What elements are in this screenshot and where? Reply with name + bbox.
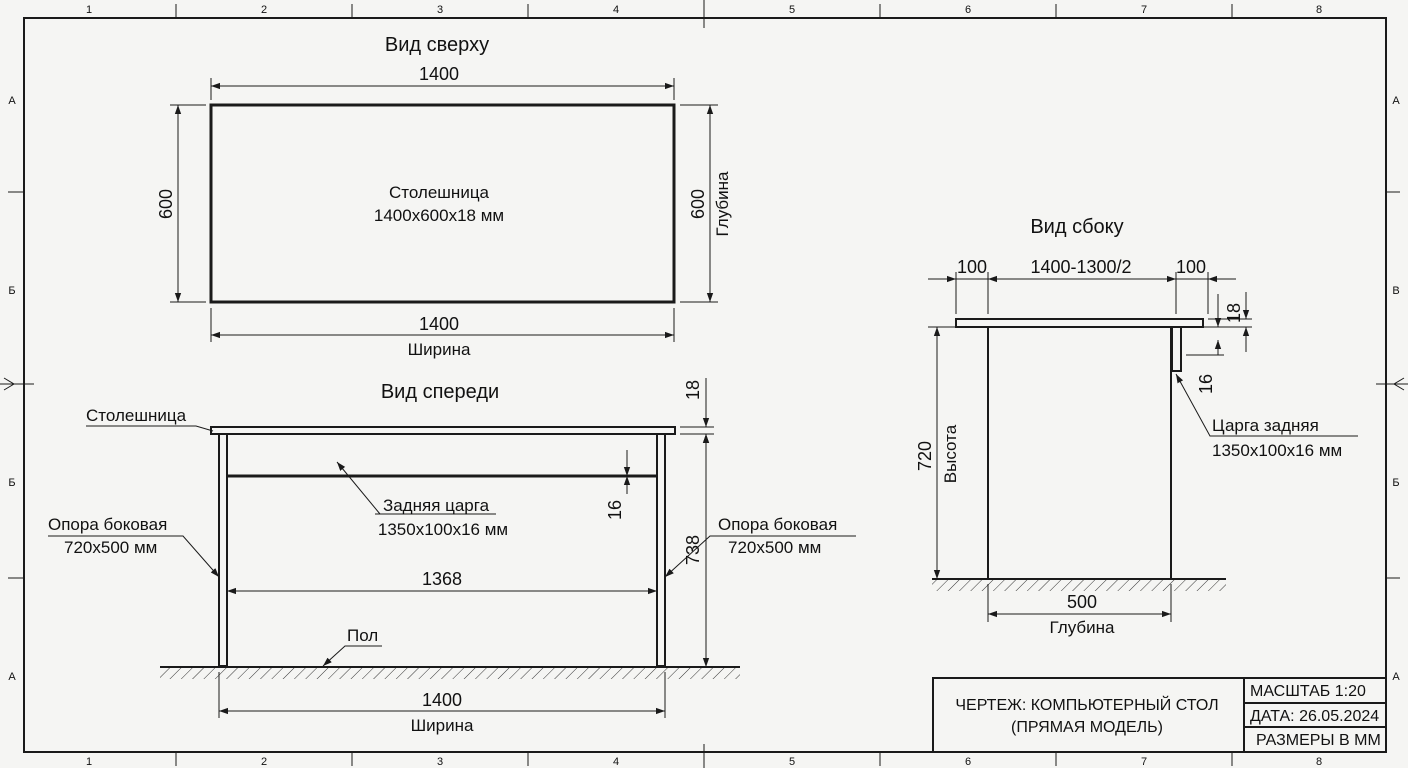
side-view-dim-overhang-left: 100 [957, 257, 987, 277]
front-view-dim-width: 1400 [422, 690, 462, 710]
top-view-dim-bottom: 1400 [419, 314, 459, 334]
side-view-dim-height: 720 [915, 441, 935, 471]
front-view-tabletop [210, 426, 676, 435]
front-view-leg-left [218, 433, 228, 667]
top-view-dim-right-label: Глубина [713, 171, 732, 236]
top-view-part-name: Столешница [389, 183, 490, 202]
grid-row-right-3: Б [1392, 477, 1399, 489]
grid-row-right-1: А [1392, 95, 1400, 107]
grid-row-right-4: А [1392, 671, 1400, 683]
front-view-dim-thickness: 18 [683, 380, 703, 400]
front-view-apron-name: Задняя царга [383, 496, 490, 515]
side-view-apron-name: Царга задняя [1212, 416, 1319, 435]
top-view-dim-top: 1400 [419, 64, 459, 84]
top-view-part-size: 1400x600x18 мм [374, 206, 504, 225]
side-view-tabletop [955, 318, 1204, 328]
front-view-tabletop-label: Столешница [86, 406, 187, 425]
grid-col-5-bottom: 5 [789, 756, 795, 768]
grid-col-2-bottom: 2 [261, 756, 267, 768]
top-view-dim-left: 600 [156, 189, 176, 219]
top-view-tabletop [209, 103, 676, 304]
title-block: ЧЕРТЕЖ: КОМПЬЮТЕРНЫЙ СТОЛ (ПРЯМАЯ МОДЕЛЬ… [932, 677, 1387, 753]
grid-col-6: 6 [965, 4, 971, 16]
side-view-title: Вид сбоку [1030, 216, 1123, 238]
grid-col-1: 1 [86, 4, 92, 16]
side-view-dim-apron: 16 [1196, 374, 1216, 394]
front-view-dim-inner: 1368 [422, 569, 462, 589]
front-view-floor-label: Пол [347, 626, 378, 645]
front-view-leg-right [656, 433, 666, 667]
grid-col-3: 3 [437, 4, 443, 16]
grid-column-labels: 1 2 3 4 5 6 7 8 1 2 3 4 5 6 7 8 [86, 4, 1322, 768]
grid-row-left-4: А [8, 671, 16, 683]
front-view-apron-size: 1350x100x16 мм [378, 520, 508, 539]
side-view: Вид сбоку 100 1400-1300/2 100 18 [915, 216, 1358, 637]
top-view: Вид сверху Столешница 1400x600x18 мм 140… [156, 34, 732, 359]
side-view-apron [1171, 326, 1182, 372]
front-view-dim-width-label: Ширина [411, 716, 474, 735]
front-view-dim-apron: 16 [605, 500, 625, 520]
grid-col-4: 4 [613, 4, 619, 16]
grid-row-left-1: А [8, 95, 16, 107]
title-block-drawing-title-line2: (ПРЯМАЯ МОДЕЛЬ) [1011, 719, 1163, 736]
title-block-drawing-title-line1: ЧЕРТЕЖ: КОМПЬЮТЕРНЫЙ СТОЛ [955, 695, 1218, 714]
top-view-dim-bottom-label: Ширина [408, 340, 471, 359]
top-view-title: Вид сверху [385, 34, 489, 56]
grid-col-7-bottom: 7 [1141, 756, 1147, 768]
grid-col-8-bottom: 8 [1316, 756, 1322, 768]
front-view-title: Вид спереди [381, 381, 499, 403]
side-view-floor-hatch [932, 579, 1226, 591]
title-block-scale: МАСШТАБ 1:20 [1250, 683, 1366, 700]
grid-col-1-bottom: 1 [86, 756, 92, 768]
title-block-units: РАЗМЕРЫ В ММ [1256, 732, 1381, 749]
grid-col-6-bottom: 6 [965, 756, 971, 768]
front-view-leg-left-name: Опора боковая [48, 515, 167, 534]
side-view-dim-depth-label: Глубина [1050, 618, 1115, 637]
front-view-dim-height: 738 [683, 535, 703, 565]
front-view-floor-hatch [160, 667, 740, 679]
grid-row-labels: А Б Б А А В Б А [8, 95, 1400, 683]
grid-col-8: 8 [1316, 4, 1322, 16]
top-view-dim-right: 600 [688, 189, 708, 219]
grid-col-4-bottom: 4 [613, 756, 619, 768]
grid-col-5: 5 [789, 4, 795, 16]
side-view-dim-thickness: 18 [1224, 303, 1244, 323]
title-block-date: ДАТА: 26.05.2024 [1250, 708, 1379, 725]
front-view-leg-right-size: 720x500 мм [728, 538, 821, 557]
side-view-dim-depth: 500 [1067, 592, 1097, 612]
grid-row-right-2: В [1392, 285, 1399, 297]
front-view: Вид спереди Столешница Задняя царга 1350… [48, 378, 856, 735]
grid-col-3-bottom: 3 [437, 756, 443, 768]
side-view-dim-height-label: Высота [941, 424, 960, 483]
grid-row-left-3: Б [8, 477, 15, 489]
grid-col-7: 7 [1141, 4, 1147, 16]
front-view-leg-right-name: Опора боковая [718, 515, 837, 534]
sheet-frame [23, 17, 1387, 753]
grid-row-left-2: Б [8, 285, 15, 297]
side-view-dim-middle: 1400-1300/2 [1030, 257, 1131, 277]
grid-col-2: 2 [261, 4, 267, 16]
front-view-leg-left-size: 720x500 мм [64, 538, 157, 557]
side-view-dim-overhang-right: 100 [1176, 257, 1206, 277]
side-view-apron-size: 1350x100x16 мм [1212, 441, 1342, 460]
